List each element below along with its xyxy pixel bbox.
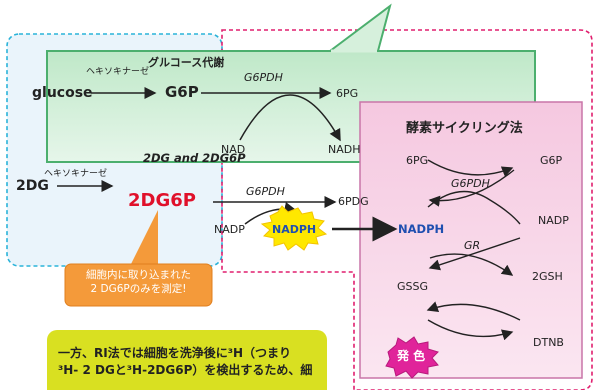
glucose-metabolism-title: グルコース代謝 — [148, 56, 225, 69]
nadh-label: NADH — [328, 143, 361, 156]
bubble-tail — [327, 3, 392, 52]
hexokinase-label-glucose: ヘキソキナーゼ — [86, 67, 150, 77]
callout-tail — [128, 210, 158, 270]
g6pdh-label-2dg: G6PDH — [246, 185, 285, 198]
2dg6p-label: 2DG6P — [128, 190, 196, 211]
cycling-dtnb: DTNB — [533, 336, 564, 349]
cycle-arc-2 — [427, 190, 521, 225]
cycling-nadp: NADP — [538, 214, 569, 227]
nadph-starburst — [260, 205, 328, 251]
hexokinase-label-2dg: ヘキソキナーゼ — [44, 169, 108, 179]
callout-line-1: 細胞内に取り込まれた — [86, 269, 191, 281]
cycling-6pg: 6PG — [406, 154, 429, 167]
6pdg-label: 6PDG — [338, 195, 369, 208]
color-development-label: 発 色 — [397, 349, 426, 363]
glucose-label: glucose — [32, 85, 93, 101]
enzyme-cycling-box — [359, 101, 583, 379]
callout-text: 細胞内に取り込まれた 2 DG6Pのみを測定! — [65, 268, 212, 296]
cycling-2gsh: 2GSH — [532, 270, 563, 283]
nadp-nadph-curve — [244, 202, 297, 225]
bottom-note: 一方、RI法では細胞を洗浄後に³H（つまり ³H- 2 DGと³H-2DG6P）… — [58, 345, 322, 379]
6pg-label-top: 6PG — [336, 87, 359, 100]
callout-line-2: 2 DG6Pのみを測定! — [90, 283, 187, 295]
nad-label: NAD — [221, 143, 246, 156]
cycling-gr: GR — [464, 239, 481, 252]
cycle-arc-6 — [427, 319, 514, 341]
enzyme-cycling-title: 酵素サイクリング法 — [406, 121, 523, 136]
note-line-2: ³H- 2 DGと³H-2DG6P）を検出するため、細 — [58, 363, 313, 377]
2dg-label: 2DG — [16, 178, 49, 194]
cycling-g6p: G6P — [540, 154, 563, 167]
cycle-arc-4 — [429, 253, 514, 276]
g6p-label: G6P — [165, 83, 199, 101]
color-starburst — [385, 336, 439, 379]
nadp-label-left: NADP — [214, 223, 245, 236]
cycle-arc-7 — [427, 159, 514, 177]
callout-box — [64, 263, 213, 307]
note-box — [47, 330, 327, 390]
dg-heading: 2DG and 2DG6P — [143, 151, 246, 165]
assay-region — [221, 29, 593, 390]
g6pdh-label-glucose: G6PDH — [244, 71, 283, 84]
nad-nadh-curve — [239, 94, 341, 142]
cycling-g6pdh: G6PDH — [451, 177, 490, 190]
cycle-arc-3 — [428, 237, 521, 271]
cycling-gssg: GSSG — [397, 280, 429, 293]
nadph-label-burst: NADPH — [272, 223, 317, 236]
cycle-arc-5 — [426, 301, 521, 321]
note-line-1: 一方、RI法では細胞を洗浄後に³H（つまり — [58, 346, 292, 360]
cycling-nadph: NADPH — [398, 222, 445, 236]
